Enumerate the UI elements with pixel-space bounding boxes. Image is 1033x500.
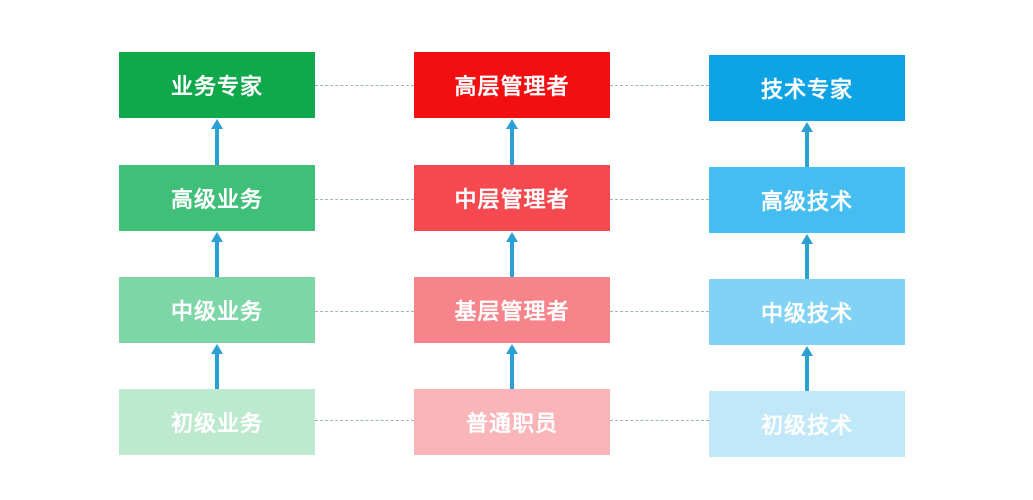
technical-level-1-label: 技术专家 xyxy=(760,78,853,103)
technical-level-4-box: 初级技术 xyxy=(709,391,905,457)
connector-row-1-right xyxy=(610,85,709,86)
technical-level-2-label: 高级技术 xyxy=(760,190,853,215)
management-arrow-up-icon-1 xyxy=(505,118,519,165)
management-level-3-box: 基层管理者 xyxy=(414,277,610,343)
connector-row-2-left xyxy=(315,199,414,200)
business-arrow-up-icon-3 xyxy=(210,343,224,389)
business-level-2-label: 高级业务 xyxy=(170,188,263,213)
technical-level-3-label: 中级技术 xyxy=(760,302,853,327)
management-level-4-box: 普通职员 xyxy=(414,389,610,455)
business-arrow-up-icon-2 xyxy=(210,231,224,277)
connector-row-3-left xyxy=(315,311,414,312)
technical-level-3-box: 中级技术 xyxy=(709,279,905,345)
management-level-1-label: 高层管理者 xyxy=(454,75,570,100)
management-arrow-up-icon-2 xyxy=(505,231,519,277)
technical-arrow-up-icon-1 xyxy=(800,121,814,167)
business-level-4-label: 初级业务 xyxy=(170,412,263,437)
management-arrow-up-icon-3 xyxy=(505,343,519,389)
technical-arrow-up-icon-2 xyxy=(800,233,814,279)
business-level-4-box: 初级业务 xyxy=(119,389,315,455)
technical-level-4-label: 初级技术 xyxy=(760,414,853,439)
business-level-3-label: 中级业务 xyxy=(170,300,263,325)
business-arrow-up-icon-1 xyxy=(210,118,224,165)
business-level-3-box: 中级业务 xyxy=(119,277,315,343)
management-level-2-box: 中层管理者 xyxy=(414,165,610,231)
management-level-2-label: 中层管理者 xyxy=(454,188,570,213)
business-level-1-label: 业务专家 xyxy=(170,75,263,100)
management-level-1-box: 高层管理者 xyxy=(414,52,610,118)
management-level-4-label: 普通职员 xyxy=(465,412,558,437)
business-level-2-box: 高级业务 xyxy=(119,165,315,231)
connector-row-3-right xyxy=(610,311,709,312)
technical-level-2-box: 高级技术 xyxy=(709,167,905,233)
business-level-1-box: 业务专家 xyxy=(119,52,315,118)
connector-row-4-left xyxy=(315,420,414,421)
technical-arrow-up-icon-3 xyxy=(800,345,814,391)
management-level-3-label: 基层管理者 xyxy=(454,300,570,325)
technical-level-1-box: 技术专家 xyxy=(709,55,905,121)
connector-row-1-left xyxy=(315,85,414,86)
connector-row-4-right xyxy=(610,420,709,421)
connector-row-2-right xyxy=(610,199,709,200)
